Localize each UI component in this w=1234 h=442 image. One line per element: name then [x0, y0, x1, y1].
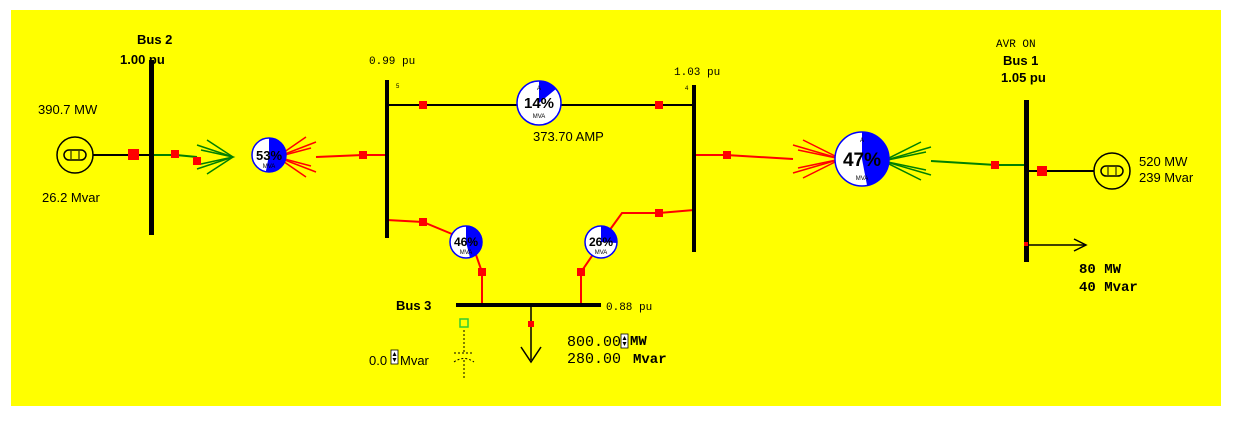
- gauge-percent: 46%: [454, 235, 478, 249]
- bus3-load-mw-value: 800.00: [567, 334, 621, 351]
- line-4-3-breaker-a[interactable]: [655, 209, 663, 217]
- bus5-number: 5: [396, 84, 400, 90]
- bus5-bar[interactable]: [385, 80, 389, 238]
- bus1-load-mvar: 40 Mvar: [1079, 280, 1138, 296]
- bus1-load-mw-unit: MW: [1104, 262, 1121, 278]
- gauge-percent: 14%: [524, 95, 554, 112]
- spin-up-icon: [392, 352, 397, 356]
- bus2-bar[interactable]: [149, 60, 154, 235]
- gauge-unit: MVA: [533, 114, 546, 120]
- bus5-voltage: 0.99 pu: [369, 56, 415, 68]
- bus1-load-mvar-value: 40: [1079, 280, 1096, 296]
- gauge-unit: MVA: [460, 250, 473, 256]
- bus3-load-arrow-icon: [520, 346, 542, 364]
- tx-bus5-line: [315, 154, 387, 158]
- generator-icon: [56, 136, 94, 174]
- gauge-fill: [265, 138, 287, 173]
- gauge-line-43[interactable]: 26% MVA: [584, 225, 618, 259]
- line-4-3-b: [580, 252, 595, 306]
- tx-bus1-line: [930, 160, 1026, 166]
- gen2-breaker[interactable]: [128, 149, 139, 160]
- bus1-load-mvar-unit: Mvar: [1104, 280, 1138, 296]
- gauge-marker: A: [860, 138, 864, 144]
- bus3-bar[interactable]: [456, 303, 601, 307]
- bus3-voltage: 0.88 pu: [606, 302, 652, 314]
- tx-left-breaker[interactable]: [193, 157, 201, 165]
- gauge-unit: MVA: [595, 250, 608, 256]
- capacitor-spinner[interactable]: [390, 349, 399, 365]
- bus3-name: Bus 3: [396, 298, 431, 313]
- gauge-line-top[interactable]: A 14% MVA: [516, 80, 562, 126]
- gen2-symbol[interactable]: [56, 136, 94, 174]
- bus1-load-arrow-icon: [1073, 238, 1088, 252]
- gauge-fill: [862, 132, 889, 186]
- bus2-voltage: 1.00 pu: [120, 52, 165, 67]
- line-4-3-a: [608, 209, 695, 232]
- gauge-fill: [466, 226, 482, 258]
- bus4-voltage: 1.03 pu: [674, 67, 720, 79]
- bus3-load-mvar-unit: Mvar: [633, 352, 667, 368]
- bus3-load-mw-unit: MW: [630, 334, 647, 350]
- bus3-load-mvar-value: 280.00: [567, 351, 621, 368]
- gen1-mvar: 239 Mvar: [1139, 170, 1194, 185]
- gauge-marker: A: [537, 86, 541, 92]
- gauge-fill: [601, 226, 618, 244]
- gen2-mw: 390.7 MW: [38, 102, 98, 117]
- gauge-unit: MVA: [856, 176, 869, 182]
- capacitor-value: 0.0: [369, 353, 387, 368]
- line-5-3-breaker-a[interactable]: [419, 218, 427, 226]
- bus1-voltage: 1.05 pu: [1001, 70, 1046, 85]
- bus4-bar[interactable]: [692, 85, 696, 252]
- gauge-unit: MVA: [263, 164, 276, 170]
- gauge-line-53[interactable]: 46% MVA: [449, 225, 483, 259]
- bus3-load-breaker[interactable]: [528, 321, 534, 327]
- tx-right-breaker[interactable]: [991, 161, 999, 169]
- line-5-4-breaker-b[interactable]: [655, 101, 663, 109]
- line-5-3-b: [474, 251, 483, 306]
- gen1-symbol[interactable]: [1093, 152, 1131, 190]
- gauge-percent: 26%: [589, 235, 613, 249]
- generator-icon: [1093, 152, 1131, 190]
- gen1-breaker[interactable]: [1037, 166, 1047, 176]
- gauge-tx-right[interactable]: A 47% MVA: [834, 131, 890, 187]
- oneline-diagram: 53% MVA A 14% MVA A 47% MVA 46% MVA 26% …: [38, 32, 1194, 380]
- capacitor-plate-bottom: [453, 358, 475, 363]
- bus1-bar[interactable]: [1024, 100, 1029, 262]
- capacitor-breaker[interactable]: [459, 318, 469, 328]
- bus5-tx-breaker[interactable]: [359, 151, 367, 159]
- bus2-name: Bus 2: [137, 32, 172, 47]
- gauge-percent: 53%: [256, 148, 282, 163]
- line-4-3-breaker-b[interactable]: [577, 268, 585, 276]
- gauge-tx-left[interactable]: 53% MVA: [251, 137, 287, 173]
- line-5-4-breaker-a[interactable]: [419, 101, 427, 109]
- oneline-diagram-canvas: 53% MVA A 14% MVA A 47% MVA 46% MVA 26% …: [11, 10, 1221, 406]
- bus1-avr-status[interactable]: AVR ON: [996, 39, 1036, 51]
- gen1-mw: 520 MW: [1139, 154, 1188, 169]
- bus4-tx-breaker[interactable]: [723, 151, 731, 159]
- bus1-name: Bus 1: [1003, 53, 1038, 68]
- spin-up-icon: [622, 336, 627, 340]
- spin-down-icon: [622, 342, 627, 346]
- gen2-mvar: 26.2 Mvar: [42, 190, 100, 205]
- bus1-load-mw: 80 MW: [1079, 262, 1122, 278]
- spin-down-icon: [392, 358, 397, 362]
- capacitor-unit: Mvar: [400, 353, 430, 368]
- line-current: 373.70 AMP: [533, 129, 604, 144]
- bus4-number: 4: [685, 86, 689, 92]
- gauge-percent: 47%: [843, 150, 881, 171]
- bus4-tx-line: [694, 154, 794, 160]
- bus2-breaker[interactable]: [171, 150, 179, 158]
- bus1-load-breaker[interactable]: [1024, 242, 1028, 246]
- gauge-fill: [539, 80, 556, 103]
- bus3-load-mw-spinner[interactable]: [620, 333, 629, 349]
- line-5-3-breaker-b[interactable]: [478, 268, 486, 276]
- bus1-load-mw-value: 80: [1079, 262, 1096, 278]
